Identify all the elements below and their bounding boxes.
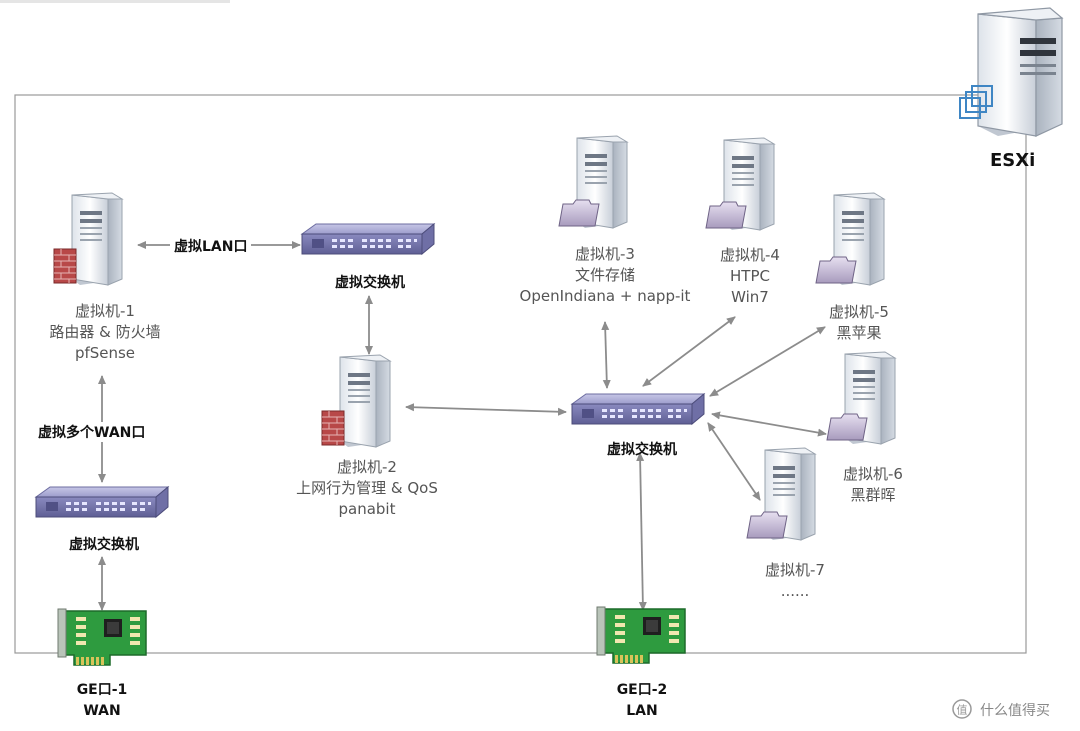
switch-icon-lan <box>571 393 705 425</box>
vm6-line1: 黑群晖 <box>850 486 896 504</box>
top-edge-artifact <box>0 0 230 3</box>
vm4-server-icon <box>705 137 775 231</box>
watermark-text: 什么值得买 <box>980 703 1050 719</box>
vm3-server-icon <box>558 135 628 229</box>
link-vm4-switch3 <box>642 316 736 387</box>
vm1-name: 虚拟机-1 <box>75 302 135 320</box>
link-vm5-switch3 <box>709 326 826 397</box>
vm2-line1: 上网行为管理 & QoS <box>296 479 438 497</box>
esxi-server-icon <box>959 7 1064 137</box>
vm1-line1: 路由器 & 防火墙 <box>49 323 161 341</box>
vm3-name: 虚拟机-3 <box>575 245 635 263</box>
vm5-label: 虚拟机-5 黑苹果 <box>804 302 914 344</box>
nic1-network-card-icon <box>57 608 147 666</box>
link-vm7-switch3 <box>707 422 761 501</box>
nic2-network-card-icon <box>596 606 686 664</box>
vm1-server-icon <box>53 192 123 286</box>
esxi-boundary <box>14 94 1027 654</box>
link-vm6-switch3 <box>711 411 827 437</box>
vm1-line2: pfSense <box>74 344 136 362</box>
nic2-role: LAN <box>626 703 658 719</box>
switch-icon-wan <box>35 486 169 518</box>
link-vm3-switch3 <box>601 321 611 389</box>
vm2-server-icon <box>321 354 391 448</box>
nic1-label: GE口-1 WAN <box>52 680 152 722</box>
vm3-line2: OpenIndiana + napp-it <box>519 287 691 305</box>
watermark-logo-icon: 值 <box>952 699 972 719</box>
switch-label-wan: 虚拟交换机 <box>69 537 139 553</box>
switch-icon-top <box>301 223 435 255</box>
vm5-name: 虚拟机-5 <box>829 303 889 321</box>
vm2-name: 虚拟机-2 <box>337 458 397 476</box>
nic2-port: GE口-2 <box>616 682 668 698</box>
svg-text:值: 值 <box>957 704 968 717</box>
vm4-name: 虚拟机-4 <box>720 246 780 264</box>
vm6-label: 虚拟机-6 黑群晖 <box>818 464 928 506</box>
vm7-line1: ...... <box>780 582 810 600</box>
vm7-server-icon <box>746 447 816 541</box>
vm7-label: 虚拟机-7 ...... <box>740 560 850 602</box>
wan-link-label: 虚拟多个WAN口 <box>34 422 150 442</box>
vm5-server-icon <box>815 192 885 286</box>
switch-label-top: 虚拟交换机 <box>335 275 405 291</box>
link-switch3-nic2 <box>636 452 647 611</box>
vm3-label: 虚拟机-3 文件存储 OpenIndiana + napp-it <box>500 244 710 307</box>
nic1-port: GE口-1 <box>76 682 128 698</box>
vm2-line2: panabit <box>338 500 396 518</box>
vm1-label: 虚拟机-1 路由器 & 防火墙 pfSense <box>20 301 190 364</box>
nic1-role: WAN <box>83 703 121 719</box>
link-vm2-switch3 <box>405 403 567 416</box>
vm6-name: 虚拟机-6 <box>843 465 903 483</box>
vm2-label: 虚拟机-2 上网行为管理 & QoS panabit <box>262 457 472 520</box>
vm5-line1: 黑苹果 <box>836 324 882 342</box>
vm4-line1: HTPC <box>730 267 770 285</box>
lan-link-label: 虚拟LAN口 <box>170 236 252 256</box>
nic2-label: GE口-2 LAN <box>592 680 692 722</box>
vm4-label: 虚拟机-4 HTPC Win7 <box>695 245 805 308</box>
switch-label-lan: 虚拟交换机 <box>607 442 677 458</box>
vm4-line2: Win7 <box>731 288 769 306</box>
vm6-server-icon <box>826 351 896 445</box>
esxi-label: ESXi <box>990 150 1036 171</box>
vm7-name: 虚拟机-7 <box>765 561 825 579</box>
vm3-line1: 文件存储 <box>574 266 635 284</box>
